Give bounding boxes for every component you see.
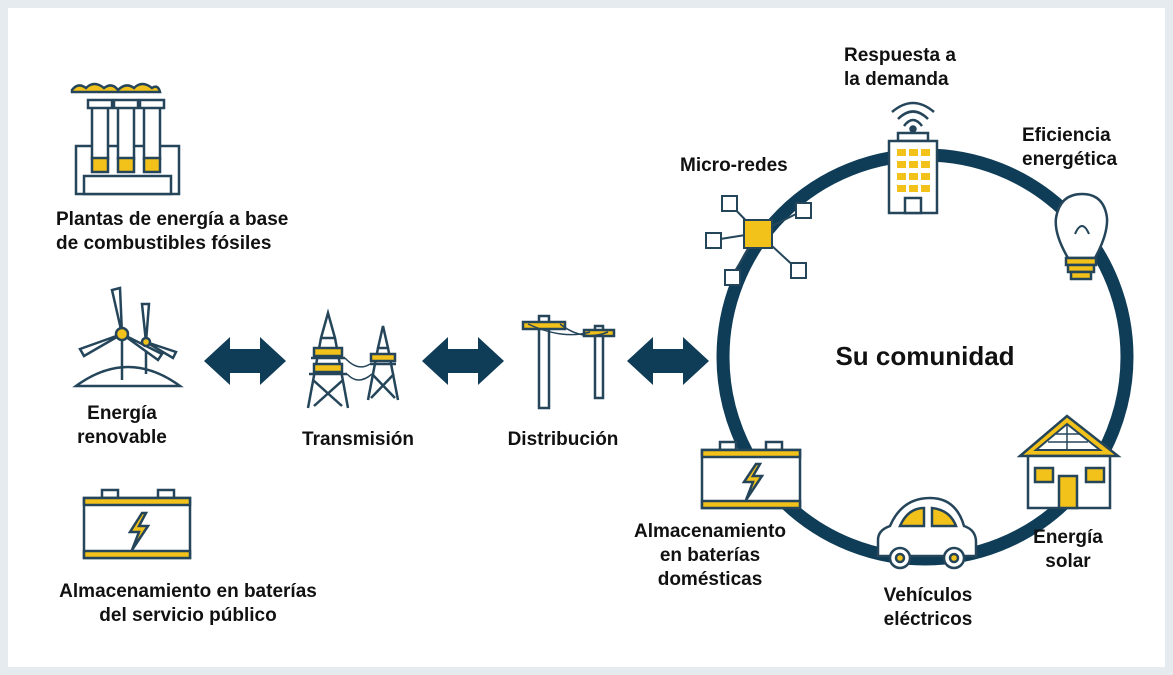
label-micro-grids: Micro-redes bbox=[680, 155, 788, 176]
microgrid-icon bbox=[705, 195, 812, 286]
label-home-battery: Almacenamiento en baterías domésticas bbox=[633, 521, 787, 590]
diagram-frame: Plantas de energía a base de combustible… bbox=[8, 8, 1165, 667]
electric-car-icon bbox=[876, 496, 978, 570]
arrow-wind-to-transmission bbox=[204, 337, 286, 385]
label-utility-battery: Almacenamiento en baterías del servicio … bbox=[59, 581, 317, 626]
smart-building-icon bbox=[887, 101, 939, 215]
wind-turbine-icon bbox=[72, 286, 184, 388]
solar-house-icon bbox=[1016, 414, 1122, 510]
diagram-artwork bbox=[70, 82, 1134, 570]
utility-pole-icon bbox=[521, 314, 616, 410]
battery-icon bbox=[82, 488, 192, 560]
arrow-distribution-to-community bbox=[627, 337, 709, 385]
label-energy-efficiency: Eficiencia energética bbox=[1022, 125, 1118, 170]
arrow-transmission-to-distribution bbox=[422, 337, 504, 385]
label-electric-vehicles: Vehículos eléctricos bbox=[883, 585, 973, 630]
label-demand-response: Respuesta a la demanda bbox=[844, 45, 956, 90]
factory-icon bbox=[70, 82, 181, 196]
label-transmission: Transmisión bbox=[302, 429, 414, 450]
label-fossil-plants: Plantas de energía a base de combustible… bbox=[56, 209, 289, 254]
transmission-tower-icon bbox=[306, 308, 400, 409]
lightbulb-icon bbox=[1054, 192, 1109, 281]
label-solar-energy: Energía solar bbox=[1033, 527, 1103, 572]
battery-icon bbox=[700, 440, 802, 510]
label-renewable-energy: Energía renovable bbox=[77, 403, 167, 448]
community-title: Su comunidad bbox=[835, 341, 1015, 371]
label-distribution: Distribución bbox=[507, 429, 619, 450]
